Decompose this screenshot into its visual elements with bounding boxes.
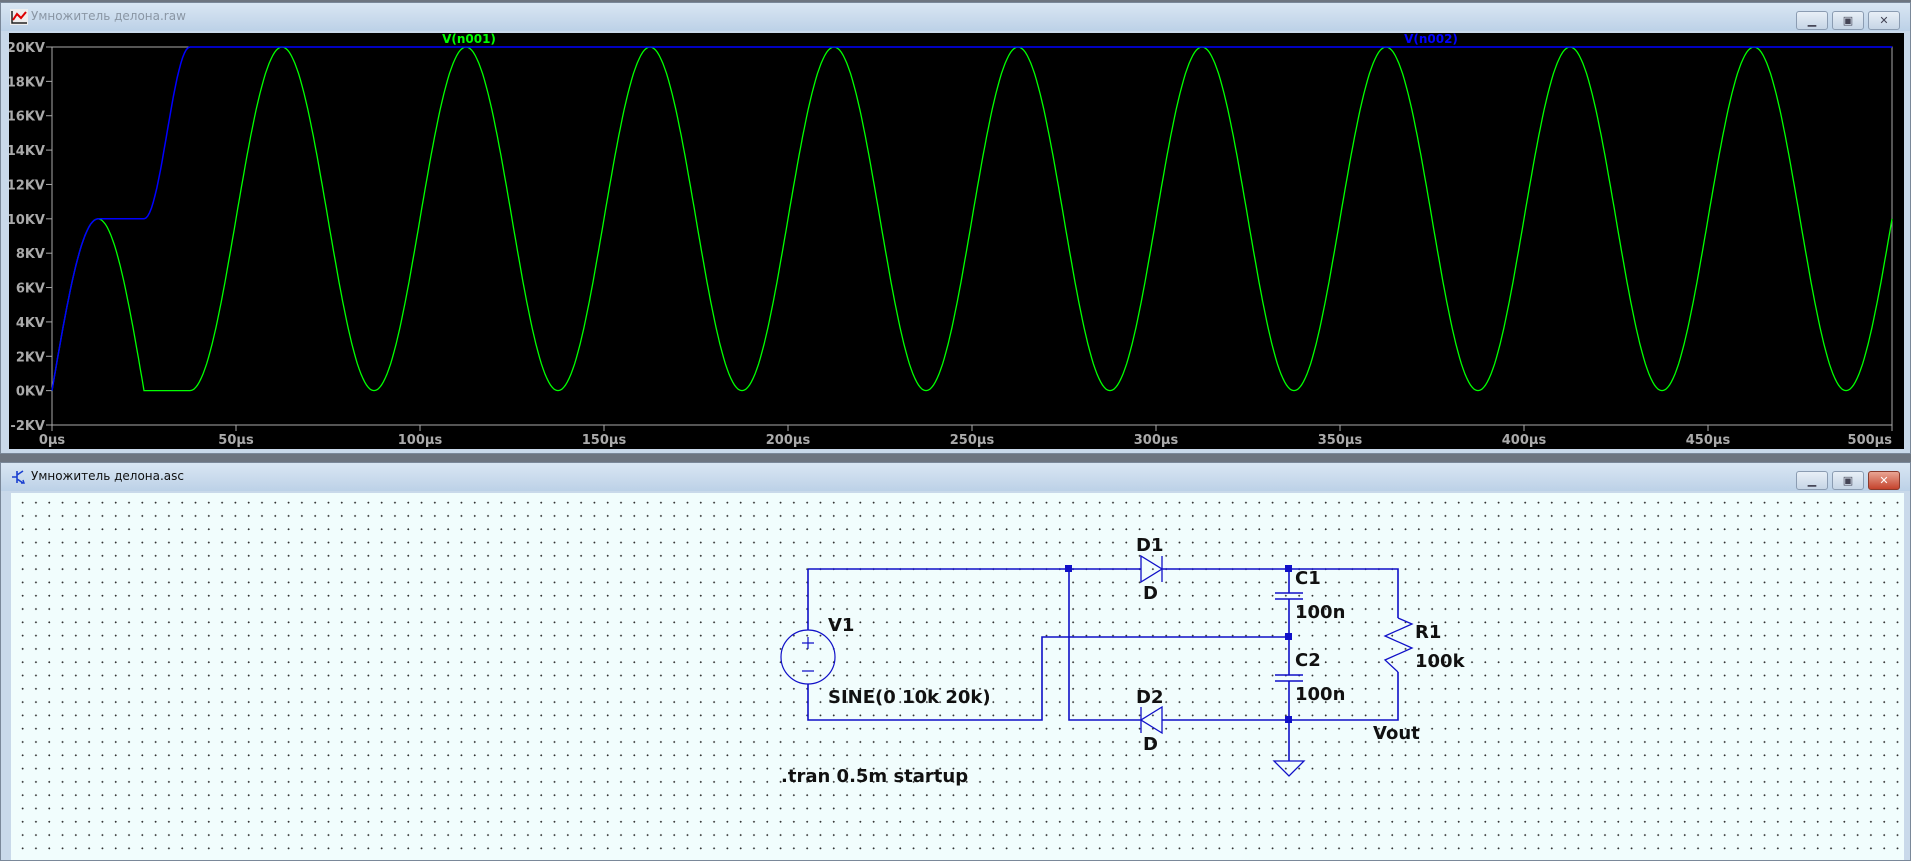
x-tick-label: 450µs	[1686, 433, 1731, 448]
y-tick-label: 4KV	[16, 316, 45, 331]
waveform-icon	[10, 9, 28, 25]
voltage-source-v1[interactable]	[780, 629, 836, 685]
close-button[interactable]: ✕	[1868, 471, 1900, 490]
y-tick-label: 6KV	[16, 282, 45, 297]
y-tick-label: 2KV	[16, 350, 45, 365]
c1-value[interactable]: 100n	[1295, 602, 1345, 623]
y-tick-label: 10KV	[9, 213, 45, 228]
maximize-icon: ▣	[1842, 474, 1854, 487]
d1-value[interactable]: D	[1143, 583, 1158, 604]
maximize-icon: ▣	[1842, 14, 1854, 27]
diode-d1[interactable]	[1140, 554, 1164, 584]
capacitor-c2[interactable]	[1275, 674, 1303, 682]
c1-name[interactable]: C1	[1295, 568, 1321, 589]
schematic-drawing: V1 SINE(0 10k 20k) D1 D D2 D C1 100n C2 …	[780, 535, 1466, 787]
trace-label-v-n001[interactable]: V(n001)	[442, 32, 496, 46]
y-tick-label: 8KV	[16, 247, 45, 262]
wire[interactable]	[1068, 569, 1399, 721]
minimize-icon: ▁	[1807, 474, 1817, 487]
waveform-window: Умножитель делона.raw ▁ ▣ ✕ 20KV 18KV 16KV…	[0, 2, 1911, 454]
x-tick-label: 300µs	[1134, 433, 1179, 448]
resistor-r1[interactable]	[1383, 617, 1414, 673]
x-tick-label: 500µs	[1848, 433, 1893, 448]
diode-d2[interactable]	[1139, 705, 1163, 735]
x-tick-label: 400µs	[1502, 433, 1547, 448]
junctions	[1065, 565, 1292, 723]
y-tick-label: 14KV	[9, 144, 45, 159]
axes: 20KV 18KV 16KV 14KV 12KV 10KV 8KV 6KV 4KV 2KV 0KV -…	[7, 41, 1893, 448]
x-tick-label: 100µs	[398, 433, 443, 448]
schematic-canvas[interactable]: V1 SINE(0 10k 20k) D1 D D2 D C1 100n C2 …	[11, 493, 1904, 860]
spice-directive[interactable]: .tran 0.5m startup	[781, 766, 968, 787]
v1-value[interactable]: SINE(0 10k 20k)	[828, 687, 991, 708]
d1-name[interactable]: D1	[1136, 535, 1163, 556]
close-icon: ✕	[1879, 14, 1889, 27]
y-tick-label: 16KV	[9, 110, 45, 125]
waveform-plot[interactable]: 20KV 18KV 16KV 14KV 12KV 10KV 8KV 6KV 4KV 2KV 0KV -…	[7, 32, 1904, 449]
trace-v-n002	[51, 46, 1892, 391]
maximize-button[interactable]: ▣	[1832, 11, 1864, 30]
capacitor-c1[interactable]	[1275, 592, 1303, 600]
schematic-icon	[12, 470, 25, 484]
x-tick-label: 0µs	[39, 433, 66, 448]
ground-symbol[interactable]	[1272, 760, 1306, 777]
c2-name[interactable]: C2	[1295, 650, 1321, 671]
d2-name[interactable]: D2	[1136, 687, 1163, 708]
net-label-vout[interactable]: Vout	[1373, 723, 1420, 744]
waveform-chart: 20KV 18KV 16KV 14KV 12KV 10KV 8KV 6KV 4KV 2KV 0KV -…	[7, 32, 1893, 448]
y-tick-label: 20KV	[9, 41, 45, 56]
d2-value[interactable]: D	[1143, 734, 1158, 755]
y-tick-label: 0KV	[16, 385, 45, 400]
waveform-window-title: Умножитель делона.raw	[31, 9, 186, 23]
y-tick-label: 12KV	[9, 178, 45, 193]
r1-name[interactable]: R1	[1415, 622, 1441, 643]
x-tick-label: 50µs	[218, 433, 254, 448]
minimize-button[interactable]: ▁	[1796, 11, 1828, 30]
traces	[51, 46, 1893, 392]
r1-value[interactable]: 100k	[1415, 651, 1466, 672]
close-button[interactable]: ✕	[1868, 11, 1900, 30]
schematic-window: Умножитель делона.asc ▁ ▣ ✕	[0, 462, 1911, 861]
trace-label-v-n002[interactable]: V(n002)	[1404, 32, 1458, 46]
waveform-window-titlebar[interactable]: Умножитель делона.raw ▁ ▣ ✕	[1, 3, 1910, 31]
x-tick-label: 250µs	[950, 433, 995, 448]
minimize-button[interactable]: ▁	[1796, 471, 1828, 490]
schematic-window-title: Умножитель делона.asc	[31, 469, 184, 483]
schematic-window-titlebar[interactable]: Умножитель делона.asc ▁ ▣ ✕	[1, 463, 1910, 491]
x-tick-label: 150µs	[582, 433, 627, 448]
y-tick-label: 18KV	[9, 75, 45, 90]
plot-frame	[51, 46, 1893, 426]
maximize-button[interactable]: ▣	[1832, 471, 1864, 490]
v1-name[interactable]: V1	[828, 615, 854, 636]
trace-v-n001	[51, 46, 1893, 392]
c2-value[interactable]: 100n	[1295, 684, 1345, 705]
wire[interactable]	[807, 569, 1289, 721]
wire[interactable]	[808, 568, 1399, 618]
close-icon: ✕	[1879, 474, 1889, 487]
minimize-icon: ▁	[1807, 14, 1817, 27]
x-tick-label: 200µs	[766, 433, 811, 448]
y-tick-label: -2KV	[10, 419, 45, 434]
x-tick-label: 350µs	[1318, 433, 1363, 448]
